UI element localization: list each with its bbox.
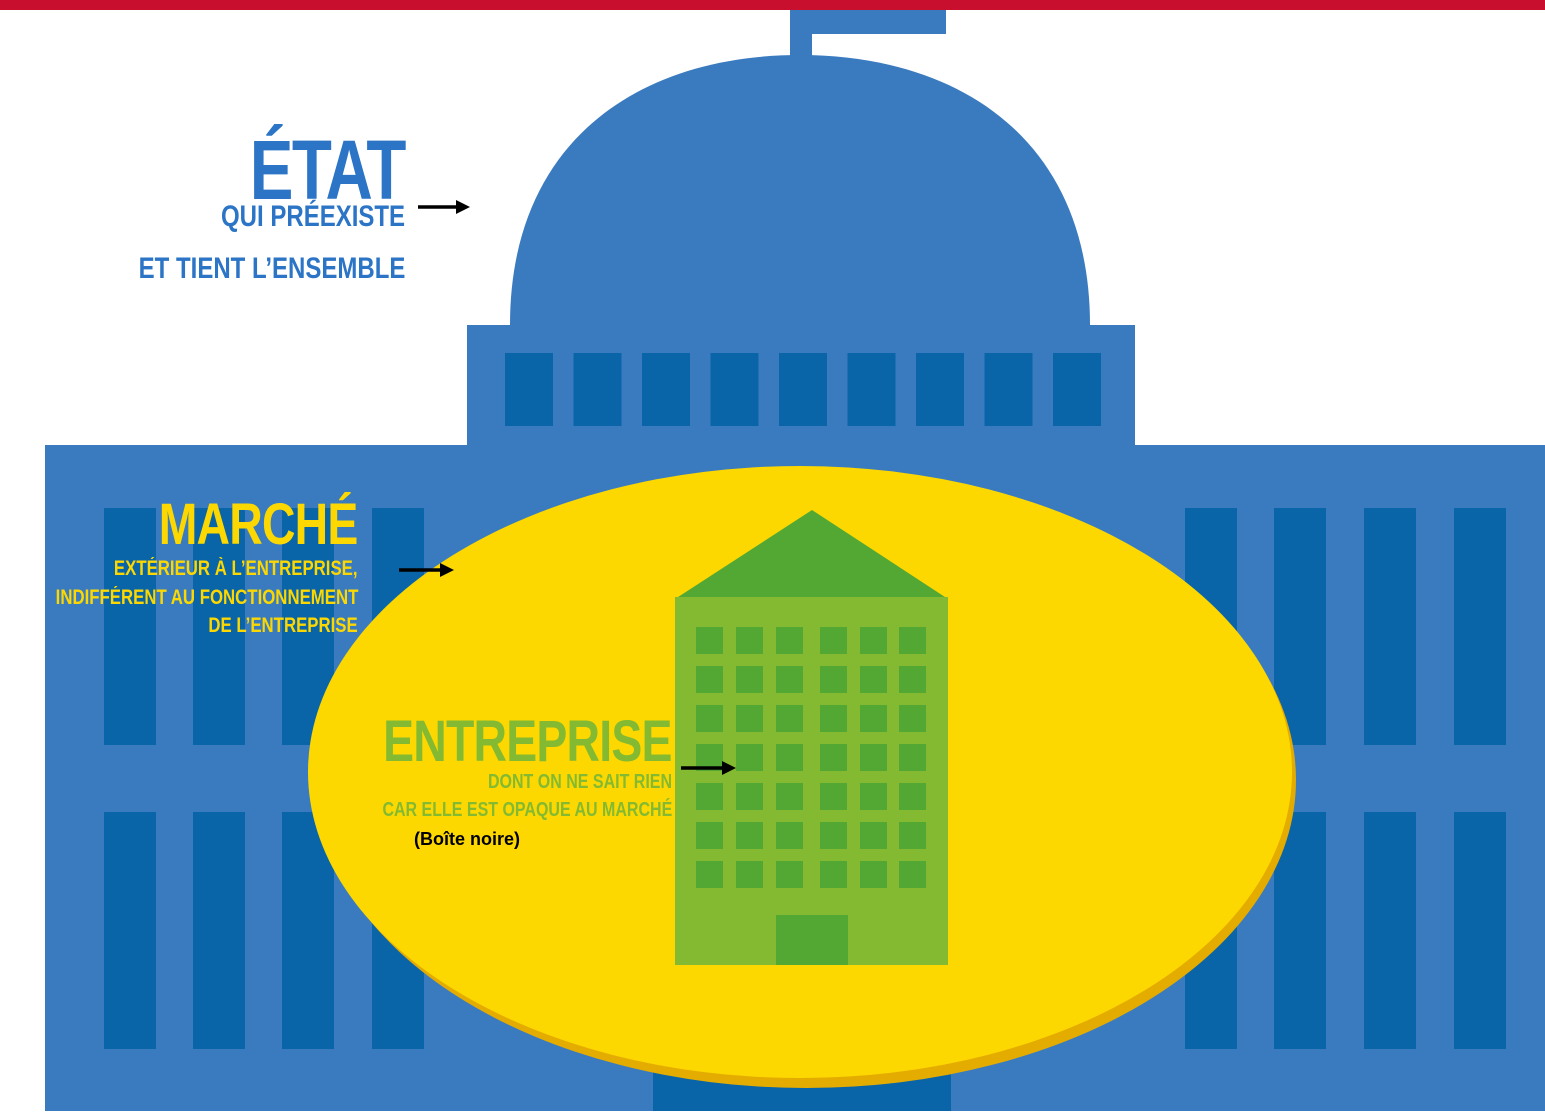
tower-window — [776, 861, 803, 888]
tower-window — [736, 822, 763, 849]
marche-description-line-3: DE L’ENTREPRISE — [208, 614, 358, 637]
tower-window — [899, 705, 926, 732]
drum-window — [779, 353, 827, 426]
tower-windows — [696, 627, 926, 888]
tower-window — [696, 705, 723, 732]
tower-window — [899, 666, 926, 693]
tower-window — [696, 666, 723, 693]
drum-window — [984, 353, 1033, 426]
tower-window — [860, 783, 887, 810]
tower-window — [820, 861, 847, 888]
tower-window — [696, 861, 723, 888]
tower-window — [899, 822, 926, 849]
tower-window — [776, 705, 803, 732]
tower-window — [860, 705, 887, 732]
tower-window — [899, 861, 926, 888]
building-window — [193, 508, 245, 745]
etat-description-line-2: ET TIENT L’ENSEMBLE — [138, 252, 405, 285]
flag-icon — [790, 10, 946, 70]
tower-window — [776, 822, 803, 849]
tower-window — [860, 627, 887, 654]
tower-door — [776, 915, 848, 965]
arrow-marche-icon — [399, 563, 454, 577]
drum-window — [573, 353, 622, 426]
tower-window — [776, 744, 803, 771]
drum-window — [710, 353, 759, 426]
tower-window — [899, 744, 926, 771]
marche-title: MARCHÉ — [159, 492, 359, 557]
tower-window — [899, 627, 926, 654]
flag-cloth — [790, 10, 946, 34]
tower-window — [820, 627, 847, 654]
drum-window — [1053, 353, 1101, 426]
tower-window — [736, 705, 763, 732]
building-window — [1364, 812, 1416, 1049]
drum-window — [642, 353, 690, 426]
tower-window — [736, 783, 763, 810]
drum-windows — [505, 353, 1101, 426]
tower-body — [675, 597, 948, 965]
tower-window — [860, 861, 887, 888]
dome — [510, 55, 1090, 325]
tower-window — [820, 666, 847, 693]
tower-window — [736, 861, 763, 888]
tower-window — [776, 783, 803, 810]
tower-window — [736, 666, 763, 693]
entreprise-description-line-1: DONT ON NE SAIT RIEN — [487, 771, 672, 793]
arrow-etat-icon — [418, 200, 470, 214]
tower-window — [860, 822, 887, 849]
tower-window — [736, 744, 763, 771]
building-window — [193, 812, 245, 1049]
entreprise-title: ENTREPRISE — [383, 709, 672, 774]
building-window — [1364, 508, 1416, 745]
building-window — [1274, 508, 1326, 745]
top-bar — [0, 0, 1545, 10]
building-window — [1454, 508, 1506, 745]
tower-window — [820, 705, 847, 732]
tower-window — [776, 666, 803, 693]
etat-title: ÉTAT — [249, 123, 407, 217]
building-window — [1454, 812, 1506, 1049]
drum-window — [847, 353, 896, 426]
tower-window — [820, 783, 847, 810]
tower-window — [696, 783, 723, 810]
tower-window — [820, 822, 847, 849]
drum-window — [505, 353, 553, 426]
etat-description-line-1: QUI PRÉEXISTE — [220, 200, 405, 233]
building-window — [104, 508, 156, 745]
arrow-entreprise-icon — [681, 761, 736, 775]
black-box-note: (Boîte noire) — [414, 829, 520, 849]
marche-description-line-1: EXTÉRIEUR À L’ENTREPRISE, — [114, 557, 358, 580]
tower-window — [820, 744, 847, 771]
building-window — [1274, 812, 1326, 1049]
building-window — [104, 812, 156, 1049]
tower-window — [860, 744, 887, 771]
tower-window — [696, 627, 723, 654]
drum-window — [916, 353, 964, 426]
marche-description-line-2: INDIFFÉRENT AU FONCTIONNEMENT — [55, 586, 358, 609]
entreprise-description-line-2: CAR ELLE EST OPAQUE AU MARCHÉ — [382, 799, 672, 821]
tower-window — [860, 666, 887, 693]
tower-window — [736, 627, 763, 654]
tower-window — [696, 822, 723, 849]
tower-roof — [675, 510, 948, 599]
tower-window — [776, 627, 803, 654]
tower-window — [899, 783, 926, 810]
